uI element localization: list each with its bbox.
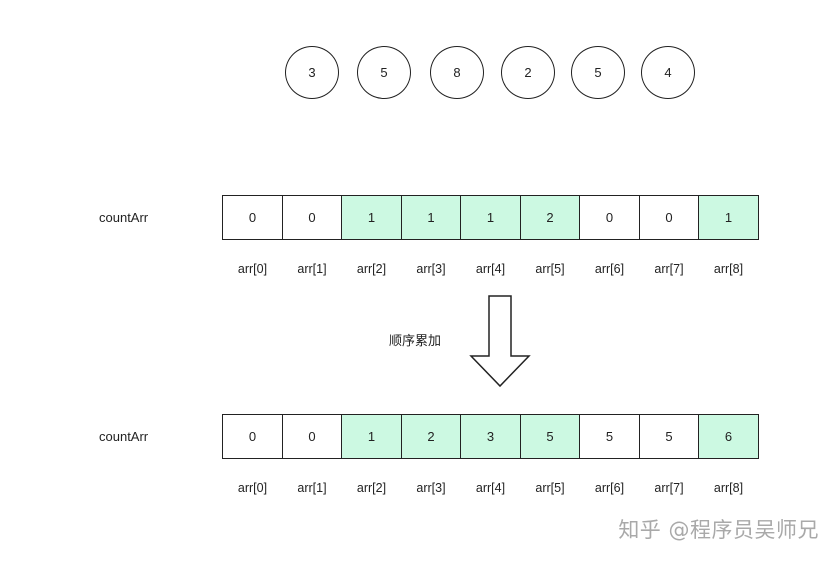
- array-cell: 0: [222, 414, 283, 459]
- array-index-label: arr[4]: [475, 262, 506, 276]
- array-index-label: arr[3]: [416, 481, 446, 495]
- array-index-label: arr[5]: [535, 481, 565, 495]
- down-arrow-icon: [469, 295, 531, 388]
- array-cell: 2: [400, 414, 462, 459]
- array-index-label: arr[8]: [713, 262, 744, 276]
- array-cell: 5: [519, 414, 581, 459]
- array-index-label: arr[0]: [237, 481, 268, 495]
- array-cell: 1: [698, 195, 759, 240]
- index-labels-after: arr[0] arr[1] arr[2] arr[3] arr[4] arr[5] arr[…: [222, 481, 759, 495]
- input-value-circle: 4: [641, 46, 695, 99]
- array-cell: 0: [222, 195, 283, 240]
- arrow-label: 顺序累加: [389, 334, 442, 349]
- array-cell: 0: [281, 414, 343, 459]
- array-cell: 5: [579, 414, 640, 459]
- array-cell: 1: [460, 195, 521, 240]
- array-index-label: arr[2]: [356, 481, 387, 495]
- input-value-circle: 5: [571, 46, 625, 99]
- input-value-circle: 8: [430, 46, 484, 99]
- array-index-label: arr[1]: [297, 262, 327, 276]
- array-index-label: arr[7]: [654, 262, 684, 276]
- input-value-circle: 5: [357, 46, 411, 99]
- array-index-label: arr[7]: [654, 481, 684, 495]
- count-array-label-after: countArr: [99, 429, 149, 444]
- array-cell: 6: [698, 414, 759, 459]
- input-value-circle: 2: [501, 46, 555, 99]
- array-cell: 0: [281, 195, 343, 240]
- index-labels-before: arr[0] arr[1] arr[2] arr[3] arr[4] arr[5] arr[…: [222, 262, 759, 276]
- array-cell: 1: [341, 195, 402, 240]
- array-index-label: arr[4]: [475, 481, 506, 495]
- array-cell: 0: [638, 195, 700, 240]
- array-cell: 1: [341, 414, 402, 459]
- input-value-circle: 3: [285, 46, 339, 99]
- array-index-label: arr[2]: [356, 262, 387, 276]
- array-index-label: arr[6]: [594, 481, 625, 495]
- array-cell: 3: [460, 414, 521, 459]
- array-index-label: arr[8]: [713, 481, 744, 495]
- array-cell: 0: [579, 195, 640, 240]
- array-index-label: arr[0]: [237, 262, 268, 276]
- watermark: 知乎 @程序员吴师兄: [618, 518, 819, 542]
- array-index-label: arr[3]: [416, 262, 446, 276]
- count-array-label-before: countArr: [99, 210, 149, 225]
- array-index-label: arr[1]: [297, 481, 327, 495]
- array-cell: 2: [519, 195, 581, 240]
- array-index-label: arr[5]: [535, 262, 565, 276]
- array-index-label: arr[6]: [594, 262, 625, 276]
- array-cell: 1: [400, 195, 462, 240]
- array-cell: 5: [638, 414, 700, 459]
